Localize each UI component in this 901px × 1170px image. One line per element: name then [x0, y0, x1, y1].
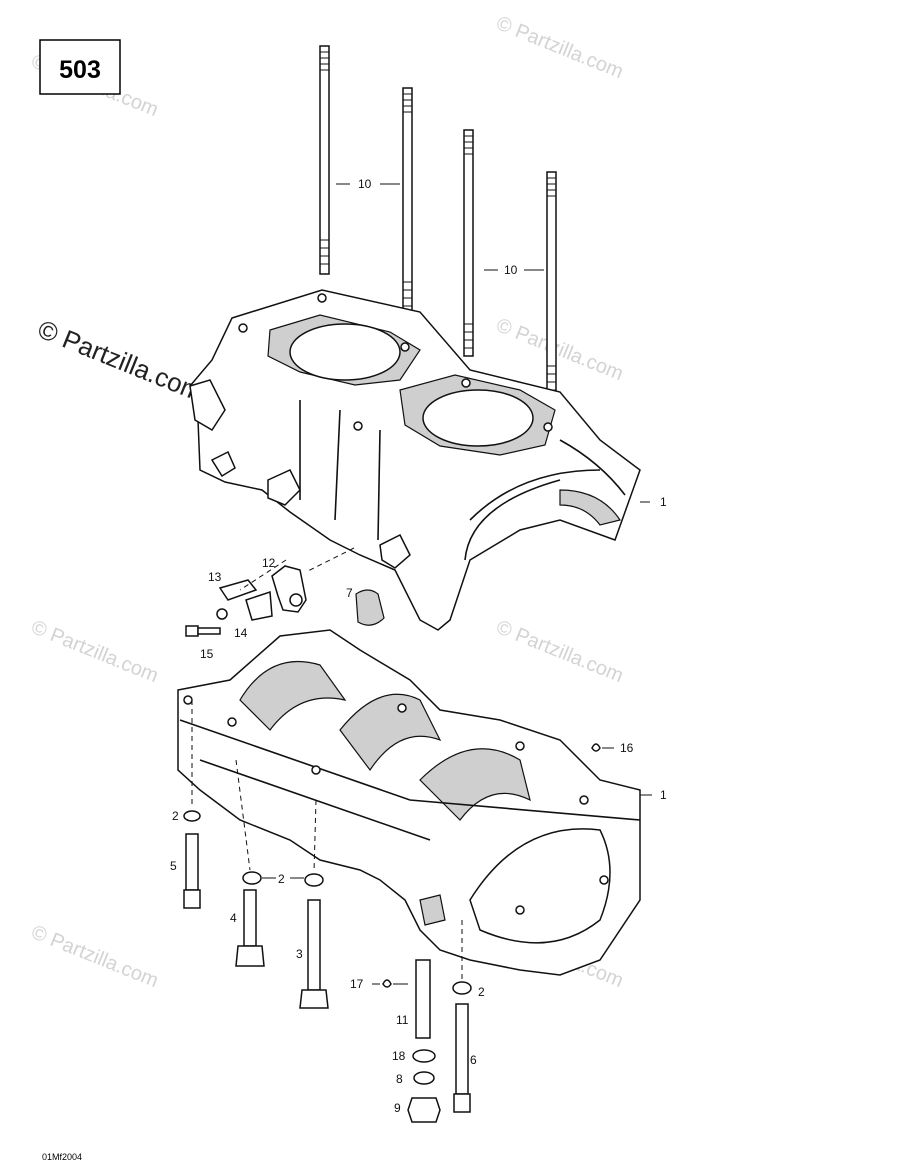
watermark-dark: © Partzilla.com — [34, 314, 208, 407]
page-number-box: 503 — [39, 39, 121, 95]
washer-8 — [413, 1071, 435, 1085]
callout-12: 12 — [262, 556, 276, 570]
stud — [463, 129, 474, 357]
callout-9: 9 — [394, 1101, 401, 1115]
stud — [546, 171, 557, 399]
callout-4: 4 — [230, 911, 237, 925]
callout-5: 5 — [170, 859, 177, 873]
watermark: © Partzilla.com — [493, 616, 626, 687]
callout-2: 2 — [278, 872, 285, 886]
screw-15 — [185, 625, 221, 637]
watermark: © Partzilla.com — [28, 921, 161, 992]
bolt-5 — [183, 833, 201, 909]
callout-10: 10 — [504, 263, 518, 277]
fasteners — [183, 501, 652, 1123]
stud — [402, 87, 413, 313]
callout-18: 18 — [392, 1049, 406, 1063]
washer-2 — [452, 981, 472, 995]
upper-crankcase — [189, 289, 641, 631]
seal-7 — [355, 589, 385, 626]
bolt-6 — [453, 1003, 471, 1113]
stud-11 — [415, 959, 431, 1039]
washer-2 — [304, 873, 324, 887]
callout-8: 8 — [396, 1072, 403, 1086]
drawing-code: 01Mf2004 — [42, 1152, 82, 1162]
bolt-3 — [299, 899, 329, 1009]
watermark: © Partzilla.com — [28, 616, 161, 687]
page-number: 503 — [59, 56, 101, 84]
small-parts — [185, 547, 385, 637]
callout-7: 7 — [346, 586, 353, 600]
callout-14: 14 — [234, 626, 248, 640]
clip-13 — [218, 579, 258, 601]
callout-11: 11 — [396, 1013, 409, 1027]
washer-14 — [216, 608, 228, 620]
callout-1: 1 — [660, 788, 667, 802]
callout-3: 3 — [296, 947, 303, 961]
sealant-16 — [591, 743, 601, 752]
watermark: © Partzilla.com — [493, 12, 626, 83]
callout-13: 13 — [208, 570, 222, 584]
callout-1: 1 — [660, 495, 667, 509]
callout-6: 6 — [470, 1053, 477, 1067]
cylinder-studs — [319, 45, 557, 399]
nut-9 — [407, 1097, 441, 1123]
watermark: © Partzilla.com — [493, 314, 626, 385]
bolt-4 — [235, 889, 265, 967]
sealant-17 — [382, 979, 392, 988]
washer-18 — [412, 1049, 436, 1063]
callout-17: 17 — [350, 977, 364, 991]
washer-2 — [183, 810, 201, 822]
callout-2: 2 — [478, 985, 485, 999]
callout-15: 15 — [200, 647, 214, 661]
callout-2: 2 — [172, 809, 179, 823]
callout-10: 10 — [358, 177, 372, 191]
bracket-12 — [271, 565, 307, 613]
callouts: 1 1 2 2 2 3 4 5 6 7 8 9 10 10 11 12 13 1… — [170, 177, 667, 1115]
lower-crankcase — [177, 629, 641, 976]
stud — [319, 45, 330, 275]
washer-2 — [242, 871, 262, 885]
callout-16: 16 — [620, 741, 634, 755]
